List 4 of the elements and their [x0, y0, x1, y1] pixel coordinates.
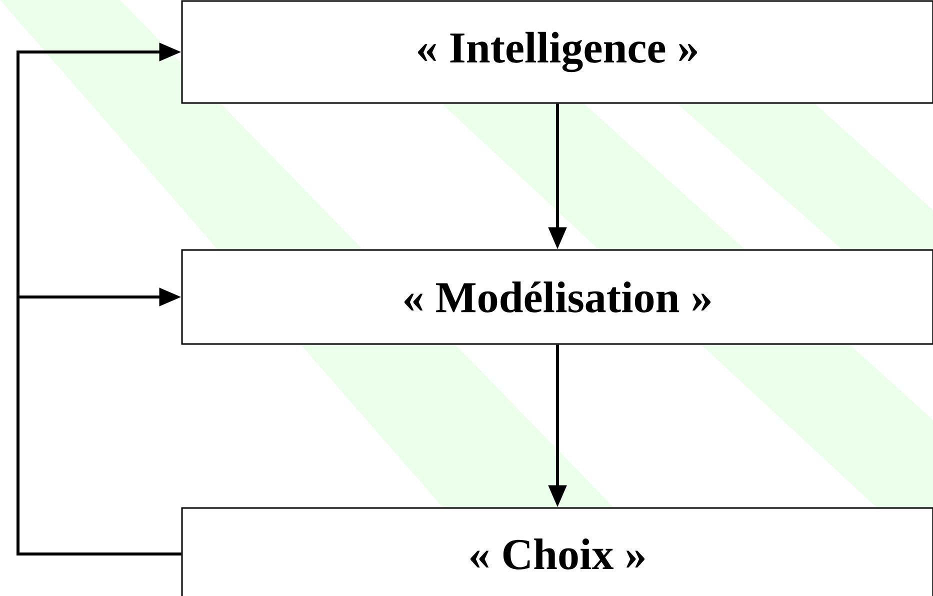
process-box: « Modélisation » — [181, 249, 933, 345]
arrow — [16, 288, 182, 556]
process-box: « Choix » — [181, 507, 933, 596]
process-box: « Intelligence » — [181, 0, 933, 104]
